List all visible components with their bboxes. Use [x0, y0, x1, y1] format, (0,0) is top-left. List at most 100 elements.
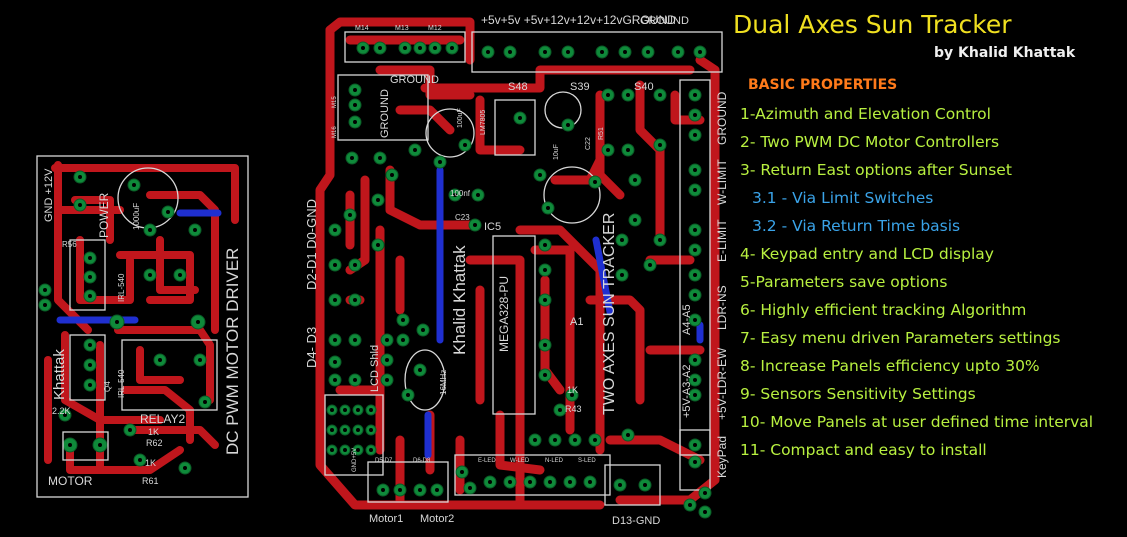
drill-hole [693, 443, 697, 447]
label-power: POWER [97, 192, 111, 238]
feature-item: 7- Easy menu driven Parameters settings [740, 329, 1061, 347]
label-s48: S48 [508, 81, 528, 93]
drill-hole [476, 193, 480, 197]
drill-hole [433, 46, 437, 50]
label-a3a2: +5V-A3-A2 [681, 364, 693, 418]
drill-hole [508, 50, 512, 54]
drill-hole [528, 480, 532, 484]
mosfet-outline [69, 334, 106, 401]
crystal-outline [404, 349, 446, 411]
drill-hole [438, 160, 442, 164]
feature-item: 9- Sensors Sensitivity Settings [740, 385, 976, 403]
drill-hole [633, 218, 637, 222]
drill-hole [333, 378, 337, 382]
header-keypad [679, 429, 711, 491]
label-k1a: 1K [148, 427, 159, 437]
label-1k: 1K [567, 385, 578, 395]
label-motor1: Motor1 [369, 513, 403, 525]
drill-hole [566, 50, 570, 54]
label-16mhz: 16MHz [439, 370, 448, 395]
drill-hole [376, 243, 380, 247]
drill-hole [401, 318, 405, 322]
drill-hole [333, 263, 337, 267]
drill-hole [600, 50, 604, 54]
capacitor-outline [425, 108, 475, 158]
drill-hole [618, 483, 622, 487]
document-title: Dual Axes Sun Tracker [733, 10, 1012, 39]
label-lm7805: LM7805 [480, 110, 487, 135]
drill-hole [543, 298, 547, 302]
label-ldrns: LDR-NS [715, 285, 729, 330]
drill-hole [693, 460, 697, 464]
drill-hole [369, 428, 373, 432]
drill-hole [418, 368, 422, 372]
label-cap: 1000uF [132, 203, 141, 230]
drill-hole [688, 503, 692, 507]
drill-hole [413, 148, 417, 152]
drill-hole [693, 248, 697, 252]
drill-hole [343, 408, 347, 412]
drill-hole [548, 480, 552, 484]
label-gnd5v: GND+5V [352, 448, 358, 472]
label-m12: M12 [428, 25, 442, 32]
drill-hole [385, 338, 389, 342]
label-ldrew: +5V-LDR-EW [715, 347, 729, 420]
feature-item: 8- Increase Panels efficiency upto 30% [740, 357, 1040, 375]
label-c22: C22 [585, 137, 592, 150]
drill-hole [703, 510, 707, 514]
drill-hole [553, 438, 557, 442]
drill-hole [626, 148, 630, 152]
drill-hole [568, 480, 572, 484]
drill-hole [693, 358, 697, 362]
drill-hole [570, 393, 574, 397]
feature-sub-item: 3.1 - Via Limit Switches [752, 189, 934, 207]
drill-hole [356, 428, 360, 432]
label-keypad: KeyPad [715, 436, 729, 478]
drill-hole [330, 408, 334, 412]
drill-hole [573, 438, 577, 442]
drill-hole [421, 328, 425, 332]
drill-hole [508, 480, 512, 484]
header-lcd [324, 394, 384, 476]
drill-hole [453, 193, 457, 197]
header-power-rail [471, 31, 723, 73]
drill-hole [626, 93, 630, 97]
drill-hole [518, 116, 522, 120]
label-eled: E-LED [478, 458, 496, 464]
drill-hole [676, 50, 680, 54]
drill-hole [606, 148, 610, 152]
label-cap10: 10uF [553, 144, 560, 160]
main-controller-board: M14 M13 M12 GROUND GROUND GROUND M15 M16… [304, 13, 729, 527]
drill-hole [543, 373, 547, 377]
drill-hole [450, 46, 454, 50]
label-nled: N-LED [545, 458, 564, 464]
jumper-wire [592, 236, 614, 316]
header-m15-m16 [337, 74, 429, 141]
drill-hole [593, 438, 597, 442]
atmega-chip-outline [492, 235, 536, 415]
drill-hole [693, 318, 697, 322]
drill-hole [588, 480, 592, 484]
label-ground-b: GROUND [379, 89, 391, 138]
drill-hole [623, 50, 627, 54]
drill-hole [538, 173, 542, 177]
drill-hole [350, 156, 354, 160]
drill-hole [343, 448, 347, 452]
drill-hole [333, 228, 337, 232]
feature-item: 4- Keypad entry and LCD display [740, 245, 994, 263]
drill-hole [353, 378, 357, 382]
drill-hole [330, 428, 334, 432]
label-irl540b: IRL-540 [117, 369, 126, 398]
mosfet-outline [69, 239, 106, 311]
label-sun-tracker: TWO AXES SUN TRACKER [601, 213, 618, 415]
drill-hole [693, 293, 697, 297]
label-q4: Q4 [103, 381, 112, 392]
header-d13 [604, 464, 661, 506]
header-motor-outputs [367, 461, 449, 503]
drill-hole [703, 491, 707, 495]
document-author: by Khalid Khattak [934, 45, 1076, 61]
drill-hole [648, 263, 652, 267]
drill-hole [435, 488, 439, 492]
drill-hole [620, 238, 624, 242]
label-r51: R51 [598, 127, 605, 140]
